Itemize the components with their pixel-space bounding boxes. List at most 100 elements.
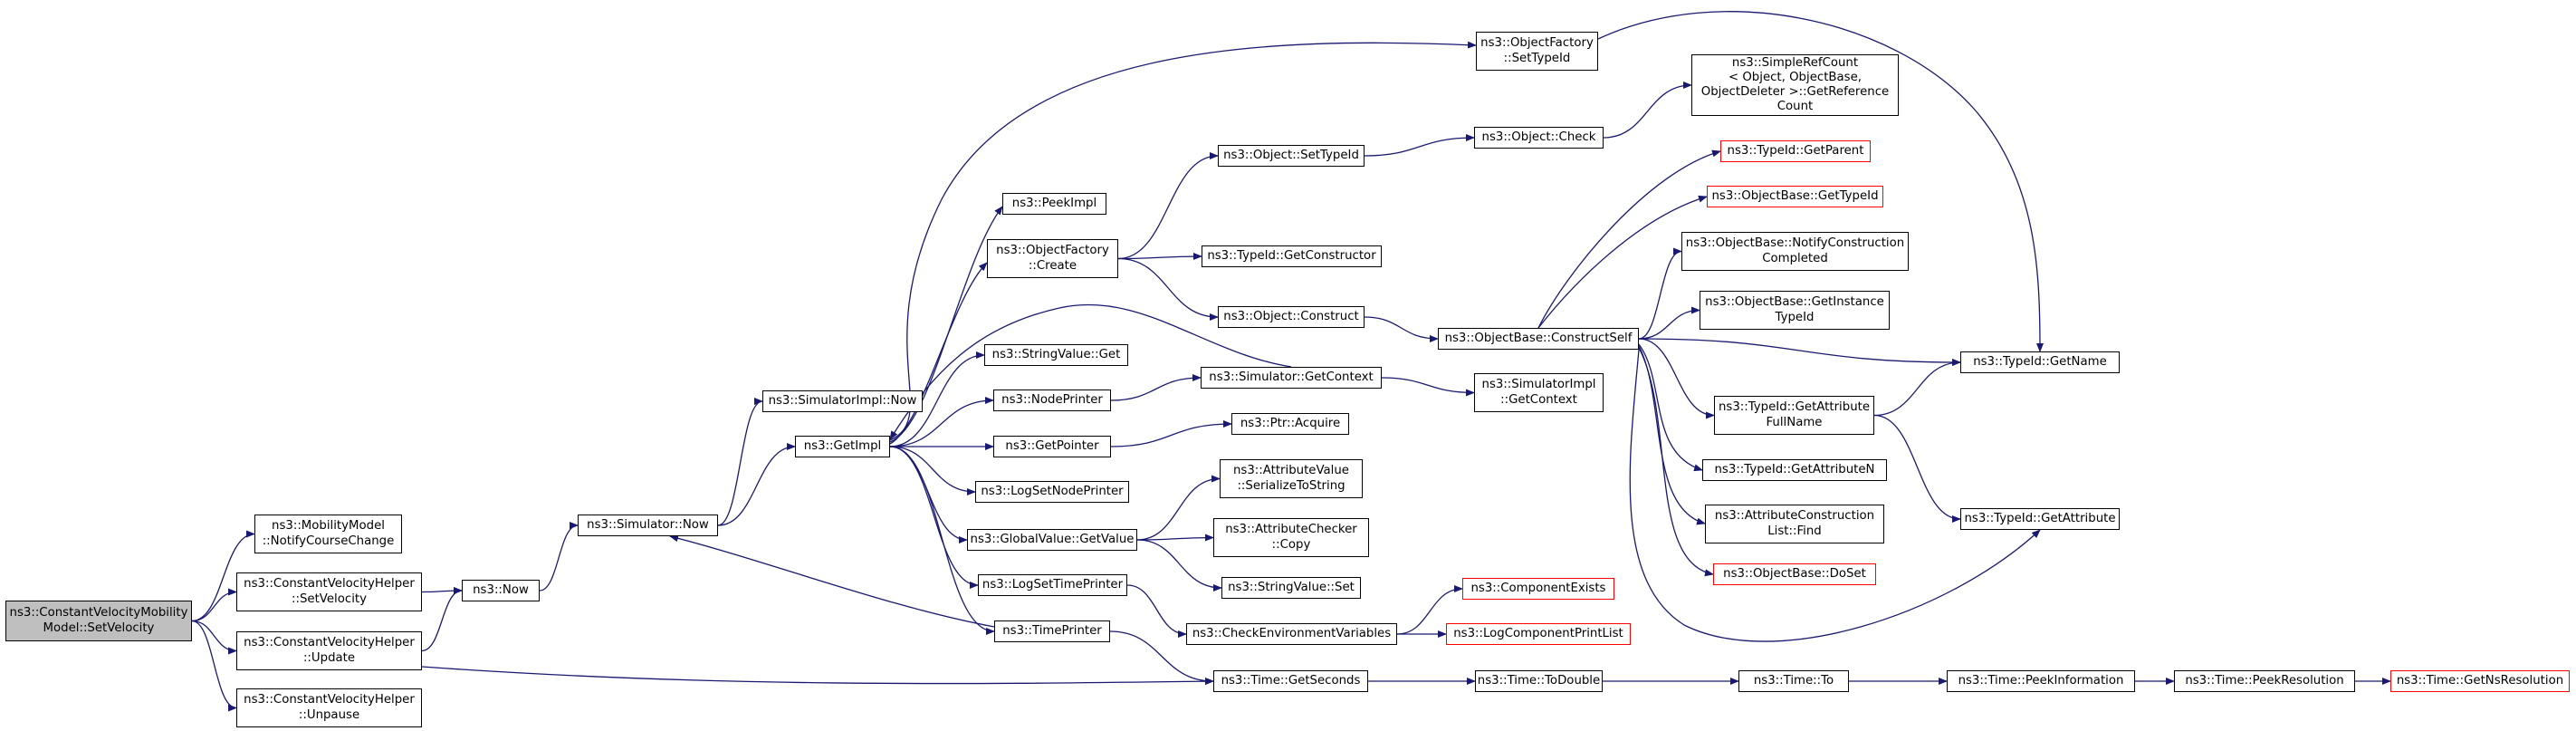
node-av-serialize[interactable]: ns3::AttributeValue::SerializeToString <box>1220 459 1363 498</box>
edge-ob-constructself-to-tid-getname <box>1638 338 1961 366</box>
edge-obj-settypeid-to-obj-check <box>1364 134 1475 157</box>
node-label-line: Completed <box>1762 251 1828 265</box>
node-label-line: ns3::CheckEnvironmentVariables <box>1192 626 1392 640</box>
node-ptr-acquire[interactable]: ns3::Ptr::Acquire <box>1231 413 1349 435</box>
node-ob-doset[interactable]: ns3::ObjectBase::DoSet <box>1713 563 1876 585</box>
edge-sim-now-to-getimpl <box>717 443 796 526</box>
node-ac-copy[interactable]: ns3::AttributeChecker::Copy <box>1213 518 1369 557</box>
node-obj-construct[interactable]: ns3::Object::Construct <box>1218 306 1365 328</box>
node-now[interactable]: ns3::Now <box>462 580 540 601</box>
node-label-line: ns3::TypeId::GetParent <box>1727 143 1864 158</box>
edge-getimpl-to-timeprinter <box>889 446 995 635</box>
node-label-line: ::NotifyCourseChange <box>262 534 395 548</box>
node-label-line: ns3::TypeId::GetConstructor <box>1207 248 1376 263</box>
node-cvh-setvelocity[interactable]: ns3::ConstantVelocityHelper::SetVelocity <box>236 572 422 611</box>
node-label-line: ns3::ObjectBase::NotifyConstruction <box>1685 236 1905 251</box>
edge-sim-now-to-simimpl-now <box>717 398 763 526</box>
node-simimpl-now[interactable]: ns3::SimulatorImpl::Now <box>762 390 923 412</box>
node-cvh-update[interactable]: ns3::ConstantVelocityHelper::Update <box>236 631 422 670</box>
edge-nodeprinter-to-sim-getcontext <box>1110 374 1202 401</box>
node-label-line: ::Unpause <box>298 707 360 722</box>
node-tid-getattributen[interactable]: ns3::TypeId::GetAttributeN <box>1702 459 1887 481</box>
node-label-line: ns3::ObjectFactory <box>996 244 1109 258</box>
edge-ob-constructself-to-tid-getattribute <box>1629 349 2041 642</box>
node-label-line: ns3::ConstantVelocityHelper <box>244 636 415 650</box>
node-label-line: ns3::ConstantVelocityMobility <box>9 606 188 620</box>
node-label-line: ns3::Time::PeekResolution <box>2185 673 2344 688</box>
node-label-line: ns3::Object::Check <box>1481 130 1596 144</box>
edge-of-settypeid-to-tid-getname <box>1597 11 2044 352</box>
node-label-line: ns3::Time::ToDouble <box>1477 673 1601 688</box>
node-label-line: ns3::ObjectBase::GetInstance <box>1705 295 1884 310</box>
edge-ob-constructself-to-ob-doset <box>1638 347 1714 577</box>
node-simplerefcount[interactable]: ns3::SimpleRefCount< Object, ObjectBase,… <box>1691 54 1899 116</box>
node-logsetnodeprinter[interactable]: ns3::LogSetNodePrinter <box>975 481 1129 503</box>
node-label-line: ns3::Ptr::Acquire <box>1240 416 1341 430</box>
node-check-env[interactable]: ns3::CheckEnvironmentVariables <box>1186 623 1397 645</box>
node-label-line: ns3::NodePrinter <box>1001 392 1103 407</box>
node-component-exists[interactable]: ns3::ComponentExists <box>1462 578 1614 600</box>
node-time-getnsresolution[interactable]: ns3::Time::GetNsResolution <box>2390 670 2570 692</box>
edge-gv-getvalue-to-stringvalue-set <box>1136 539 1222 592</box>
node-log-printlist[interactable]: ns3::LogComponentPrintList <box>1446 623 1631 645</box>
node-label-line: ns3::TypeId::GetAttribute <box>1964 511 2116 525</box>
node-label-line: ns3::StringValue::Set <box>1228 580 1355 594</box>
node-tid-getattribute[interactable]: ns3::TypeId::GetAttribute <box>1960 508 2120 530</box>
node-tid-getparent[interactable]: ns3::TypeId::GetParent <box>1720 140 1871 162</box>
node-label-line: ns3::TypeId::GetName <box>1973 354 2107 369</box>
node-ob-constructself[interactable]: ns3::ObjectBase::ConstructSelf <box>1438 328 1639 350</box>
node-nodeprinter[interactable]: ns3::NodePrinter <box>993 390 1111 411</box>
node-label-line: ns3::ObjectBase::DoSet <box>1723 566 1866 581</box>
edge-root-to-cvh-setvelocity <box>191 588 237 622</box>
node-stringvalue-set[interactable]: ns3::StringValue::Set <box>1221 577 1361 599</box>
node-label-line: ns3::GlobalValue::GetValue <box>970 532 1135 546</box>
node-tid-getconstructor[interactable]: ns3::TypeId::GetConstructor <box>1202 245 1382 267</box>
node-label-line: ns3::ConstantVelocityHelper <box>244 693 415 707</box>
node-label-line: ::SerializeToString <box>1237 478 1345 493</box>
edge-obj-check-to-simplerefcount <box>1603 82 1692 139</box>
node-label-line: ns3::Simulator::GetContext <box>1209 370 1374 384</box>
node-ob-gettypeid[interactable]: ns3::ObjectBase::GetTypeId <box>1707 186 1883 207</box>
node-peekimpl[interactable]: ns3::PeekImpl <box>1002 193 1106 215</box>
node-label-line: ns3::LogComponentPrintList <box>1453 626 1623 640</box>
node-label-line: TypeId <box>1775 310 1815 324</box>
node-label-line: ns3::Time::GetNsResolution <box>2396 673 2564 688</box>
node-obj-settypeid[interactable]: ns3::Object::SetTypeId <box>1218 145 1365 167</box>
node-tid-getname[interactable]: ns3::TypeId::GetName <box>1960 351 2120 373</box>
node-stringvalue-get[interactable]: ns3::StringValue::Get <box>984 344 1128 366</box>
edge-sim-getcontext-to-getimpl <box>889 303 1292 440</box>
node-time-peekinformation[interactable]: ns3::Time::PeekInformation <box>1947 670 2135 692</box>
node-label-line: < Object, ObjectBase, <box>1728 70 1863 84</box>
node-label-line: ns3::TimePrinter <box>1002 623 1102 638</box>
node-notify-course[interactable]: ns3::MobilityModel::NotifyCourseChange <box>254 515 402 553</box>
node-time-to[interactable]: ns3::Time::To <box>1738 670 1849 692</box>
node-logsettimeprinter[interactable]: ns3::LogSetTimePrinter <box>978 574 1127 596</box>
edge-ob-constructself-to-ob-gettypeid <box>1537 195 1708 329</box>
node-label-line: ns3::SimulatorImpl <box>1481 378 1596 392</box>
node-time-peekresolution[interactable]: ns3::Time::PeekResolution <box>2174 670 2355 692</box>
node-obj-check[interactable]: ns3::Object::Check <box>1474 127 1604 149</box>
node-time-getseconds[interactable]: ns3::Time::GetSeconds <box>1213 670 1368 692</box>
node-label-line: ns3::Object::Construct <box>1223 309 1359 323</box>
node-simimpl-getcontext[interactable]: ns3::SimulatorImpl::GetContext <box>1474 373 1604 412</box>
edge-ob-constructself-to-tid-getattributefullname <box>1638 338 1715 419</box>
node-timeprinter[interactable]: ns3::TimePrinter <box>994 620 1110 642</box>
node-getimpl[interactable]: ns3::GetImpl <box>795 436 890 457</box>
node-cvh-unpause[interactable]: ns3::ConstantVelocityHelper::Unpause <box>236 688 422 727</box>
edge-timeprinter-to-time-getseconds <box>1109 630 1214 685</box>
node-label-line: Count <box>1776 100 1814 114</box>
node-getpointer[interactable]: ns3::GetPointer <box>993 436 1111 457</box>
edge-cvh-update-to-now <box>421 587 463 652</box>
edge-getimpl-to-logsetnodeprinter <box>889 446 976 495</box>
node-time-todouble[interactable]: ns3::Time::ToDouble <box>1475 670 1603 692</box>
node-of-create[interactable]: ns3::ObjectFactory::Create <box>987 239 1118 278</box>
node-gv-getvalue[interactable]: ns3::GlobalValue::GetValue <box>967 529 1137 551</box>
node-sim-now[interactable]: ns3::Simulator::Now <box>578 515 718 536</box>
node-label-line: ::SetVelocity <box>292 592 367 606</box>
node-sim-getcontext[interactable]: ns3::Simulator::GetContext <box>1201 367 1382 389</box>
node-of-settypeid[interactable]: ns3::ObjectFactory::SetTypeId <box>1476 32 1598 71</box>
